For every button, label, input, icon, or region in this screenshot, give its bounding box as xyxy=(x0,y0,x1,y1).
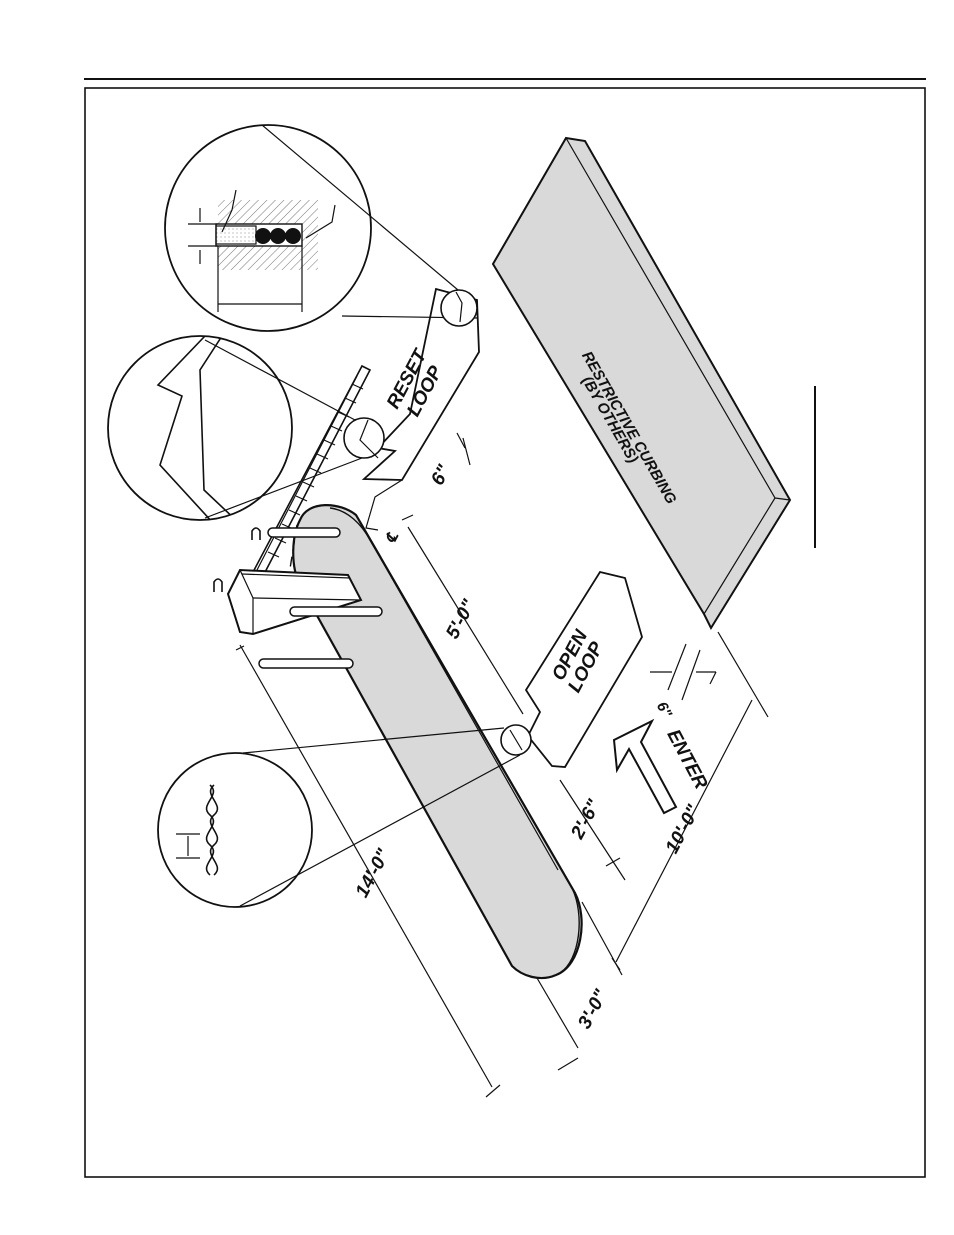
anchor-pin-2 xyxy=(290,607,382,616)
detail2-callout xyxy=(344,418,384,458)
anchor-pin-3 xyxy=(259,659,353,668)
enter-label: ENTER xyxy=(662,726,711,793)
centerline-symbol: ℄ xyxy=(382,528,402,546)
dim-6in-top: 6" xyxy=(427,461,455,489)
dim-6in-right: 6" xyxy=(653,699,676,721)
anchor-pin-1 xyxy=(268,528,340,537)
dim-2ft6in: 2'-6" xyxy=(567,796,606,844)
dim-3ft: 3'-0" xyxy=(574,986,612,1033)
detail-loop-section xyxy=(165,125,371,331)
detail-twisted-leadin xyxy=(158,753,312,907)
restrictive-curbing: RESTRICTIVE CURBING (BY OTHERS) xyxy=(493,138,790,628)
detail1-callout xyxy=(441,290,477,326)
